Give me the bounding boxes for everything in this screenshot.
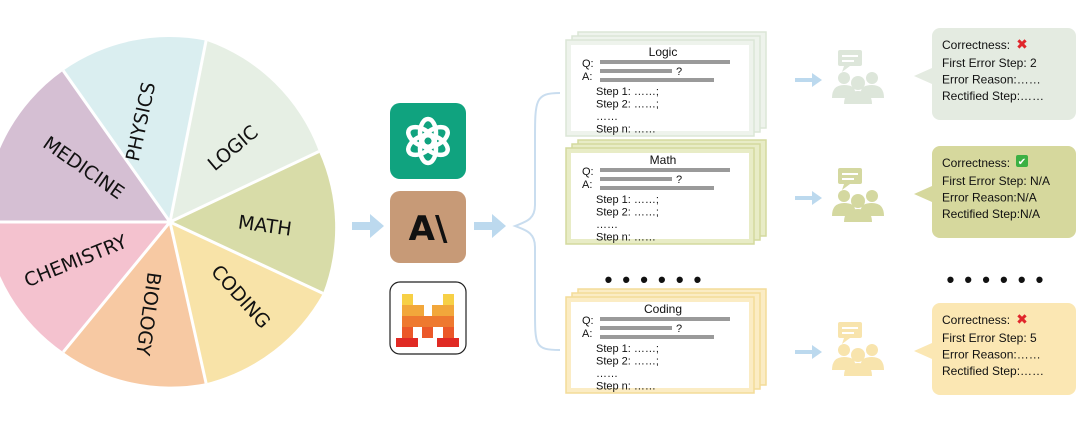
cross-icon: ✖ (1016, 37, 1028, 53)
card-answer-label: A: (582, 179, 592, 191)
card-step: Step 1: ……; (596, 343, 659, 355)
correctness-label: Correctness: (942, 38, 1010, 52)
answer-line (600, 186, 714, 190)
question-line (600, 69, 672, 73)
wheel-segment-physics (63, 36, 207, 222)
card-title: Logic (649, 45, 678, 59)
question-mark: ? (676, 66, 682, 78)
card-answer-label: A: (582, 71, 592, 83)
openai-logo (390, 103, 466, 179)
result-line: First Error Step: 2 (942, 56, 1037, 70)
cross-icon: ✖ (1016, 312, 1028, 328)
anthropic-logo: A\ (390, 191, 466, 263)
card-step: …… (596, 368, 618, 380)
mistral-m-icon (396, 294, 459, 347)
card-step: …… (596, 219, 618, 231)
category-wheel: PHYSICS LOGIC MATH CODING BIOLOGY CHEMIS… (0, 36, 336, 387)
card-step: Step n: …… (596, 232, 656, 244)
question-line (600, 177, 672, 181)
question-mark: ? (676, 174, 682, 186)
card-title: Math (650, 153, 677, 167)
arrow-models-to-cards (474, 214, 506, 238)
arrow-to-evaluator (795, 73, 822, 87)
result-line: First Error Step: N/A (942, 174, 1050, 188)
openai-knot-icon (406, 116, 450, 166)
question-line (600, 168, 730, 172)
result-line: Error Reason:…… (942, 348, 1041, 362)
result-line: Rectified Step:…… (942, 89, 1044, 103)
card-step: Step 2: ……; (596, 356, 659, 368)
result-box: Correctness: ✖ First Error Step: 2 Error Re… (914, 28, 1076, 120)
result-line: First Error Step: 5 (942, 331, 1037, 345)
evaluator-group-icon (832, 168, 884, 222)
wheel-segment-medicine (0, 70, 170, 222)
result-pointer (914, 68, 932, 84)
wheel-segment-chemistry (0, 222, 170, 353)
anthropic-glyph: A\ (409, 209, 448, 249)
model-logos: A\ (389, 103, 467, 355)
result-line: Rectified Step:N/A (942, 207, 1040, 221)
wheel-segment-logic (170, 40, 319, 222)
card-step: Step 1: ……; (596, 194, 659, 206)
results: Correctness: ✖ First Error Step: 2 Error Re… (914, 28, 1076, 395)
result-pointer (914, 343, 932, 359)
question-line (600, 326, 672, 330)
answer-line (600, 335, 714, 339)
arrow-wheel-to-models (352, 214, 384, 238)
question-mark: ? (676, 323, 682, 335)
correctness-label: Correctness: (942, 156, 1010, 170)
card-step: …… (596, 111, 618, 123)
wheel-segment-coding (170, 222, 323, 384)
card-step: Step 1: ……; (596, 86, 659, 98)
result-box: Correctness: ✖ First Error Step: 5 Error Re… (914, 303, 1076, 395)
ellipsis-cards: • • • • • • (605, 267, 704, 292)
result-pointer (914, 186, 932, 202)
check-icon: ✔ (1018, 157, 1026, 168)
result-line: Error Reason:N/A (942, 191, 1037, 205)
correctness-label: Correctness: (942, 313, 1010, 327)
card-answer-label: A: (582, 328, 592, 340)
result-line: Rectified Step:…… (942, 364, 1044, 378)
evaluators (795, 50, 884, 376)
card-question-label: Q: (582, 166, 594, 178)
wheel-segment-biology (63, 222, 207, 387)
card-step: Step n: …… (596, 381, 656, 393)
arrow-to-evaluator (795, 191, 822, 205)
answer-line (600, 78, 714, 82)
result-box: Correctness: ✔ First Error Step: N/A Error … (914, 146, 1076, 238)
arrow-to-evaluator (795, 345, 822, 359)
card-step: Step n: …… (596, 124, 656, 136)
result-line: Error Reason:…… (942, 73, 1041, 87)
card-title: Coding (644, 302, 682, 316)
ellipsis-results: • • • • • • (947, 267, 1046, 292)
evaluator-group-icon (832, 50, 884, 104)
card-step: Step 2: ……; (596, 207, 659, 219)
bracket (512, 92, 561, 351)
card-question-label: Q: (582, 58, 594, 70)
card-question-label: Q: (582, 315, 594, 327)
card-step: Step 2: ……; (596, 99, 659, 111)
question-line (600, 60, 730, 64)
wheel-segment-math (170, 151, 336, 294)
check-box-bg (1016, 155, 1028, 167)
question-line (600, 317, 730, 321)
mistral-logo (389, 281, 467, 355)
evaluator-group-icon (832, 322, 884, 376)
